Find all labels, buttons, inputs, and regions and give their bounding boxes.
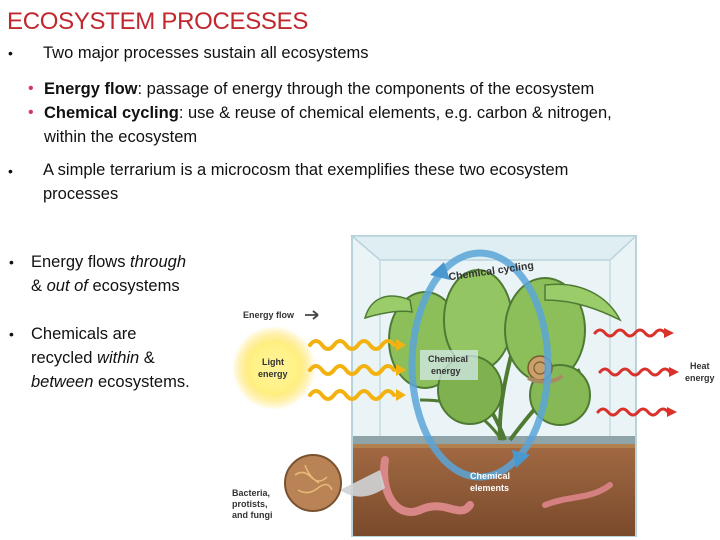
light-energy-label: Light — [262, 357, 284, 367]
worm — [380, 456, 613, 516]
chemical-energy-box — [420, 350, 478, 380]
bullet-dot: • — [8, 45, 13, 61]
terrarium-line-1: A simple terrarium is a microcosm that e… — [43, 161, 569, 179]
heat-energy-label: Heat — [690, 361, 710, 371]
bacteria-label: Bacteria, — [232, 488, 270, 498]
chem-text: ecosystems. — [93, 373, 190, 391]
flows-text: & — [31, 277, 47, 295]
chem-cycling-line: Chemical cycling: use & reuse of chemica… — [44, 101, 612, 125]
energy-flow-line: Energy flow: passage of energy through t… — [44, 77, 594, 101]
energy-flow-arrow — [305, 310, 319, 320]
sub-bullet-dot: • — [28, 80, 34, 97]
chemical-cycling-arrow — [408, 249, 552, 481]
flows-line-1: Energy flows through — [31, 250, 186, 274]
chem-cycling-def: : use & reuse of chemical elements, e.g.… — [178, 104, 612, 122]
chemical-energy-label: Chemical — [428, 354, 468, 364]
flows-text: ecosystems — [87, 277, 180, 295]
energy-flow-label: Energy flow — [243, 310, 295, 320]
light-energy-label: energy — [258, 369, 288, 379]
terrarium-line-2: processes — [43, 185, 119, 203]
bullet-main: Two major processes sustain all ecosyste… — [43, 44, 369, 62]
bullet-dot: • — [9, 326, 14, 342]
terrarium-diagram: Chemical cycling Energy flow Light energ… — [232, 235, 715, 537]
chem-text: recycled — [31, 349, 98, 367]
sub-bullet-dot: • — [28, 104, 34, 121]
chem-line-3: between ecosystems. — [31, 370, 190, 394]
soil — [353, 436, 635, 536]
chemical-elements-label: Chemical — [470, 471, 510, 481]
chem-cycling-line-2: within the ecosystem — [44, 128, 198, 146]
bullet-dot: • — [8, 163, 13, 179]
flows-text: Energy flows — [31, 253, 131, 271]
flows-line-2: & out of ecosystems — [31, 274, 180, 298]
bacteria-label: and fungi — [232, 510, 273, 520]
microbe-magnifier — [284, 454, 385, 512]
flows-out-of: out of — [46, 277, 88, 295]
chemical-elements-label: elements — [470, 483, 509, 493]
chem-line-2: recycled within & — [31, 346, 155, 370]
chem-text: & — [139, 349, 155, 367]
chem-cycling-term: Chemical cycling — [44, 104, 179, 122]
chem-line-1: Chemicals are — [31, 325, 137, 343]
light-wave-arrows — [308, 339, 406, 401]
chemical-energy-label: energy — [431, 366, 461, 376]
chem-between: between — [31, 373, 94, 391]
chem-within: within — [97, 349, 140, 367]
heat-wave-arrows — [593, 328, 679, 417]
heat-energy-label: energy — [685, 373, 715, 383]
energy-flow-term: Energy flow — [44, 80, 138, 98]
energy-flow-def: : passage of energy through the componen… — [137, 80, 595, 98]
sun-icon — [232, 326, 316, 410]
slide-title: ECOSYSTEM PROCESSES — [7, 8, 309, 35]
bullet-dot: • — [9, 254, 14, 270]
flows-through: through — [130, 253, 187, 271]
bacteria-label: protists, — [232, 499, 268, 509]
